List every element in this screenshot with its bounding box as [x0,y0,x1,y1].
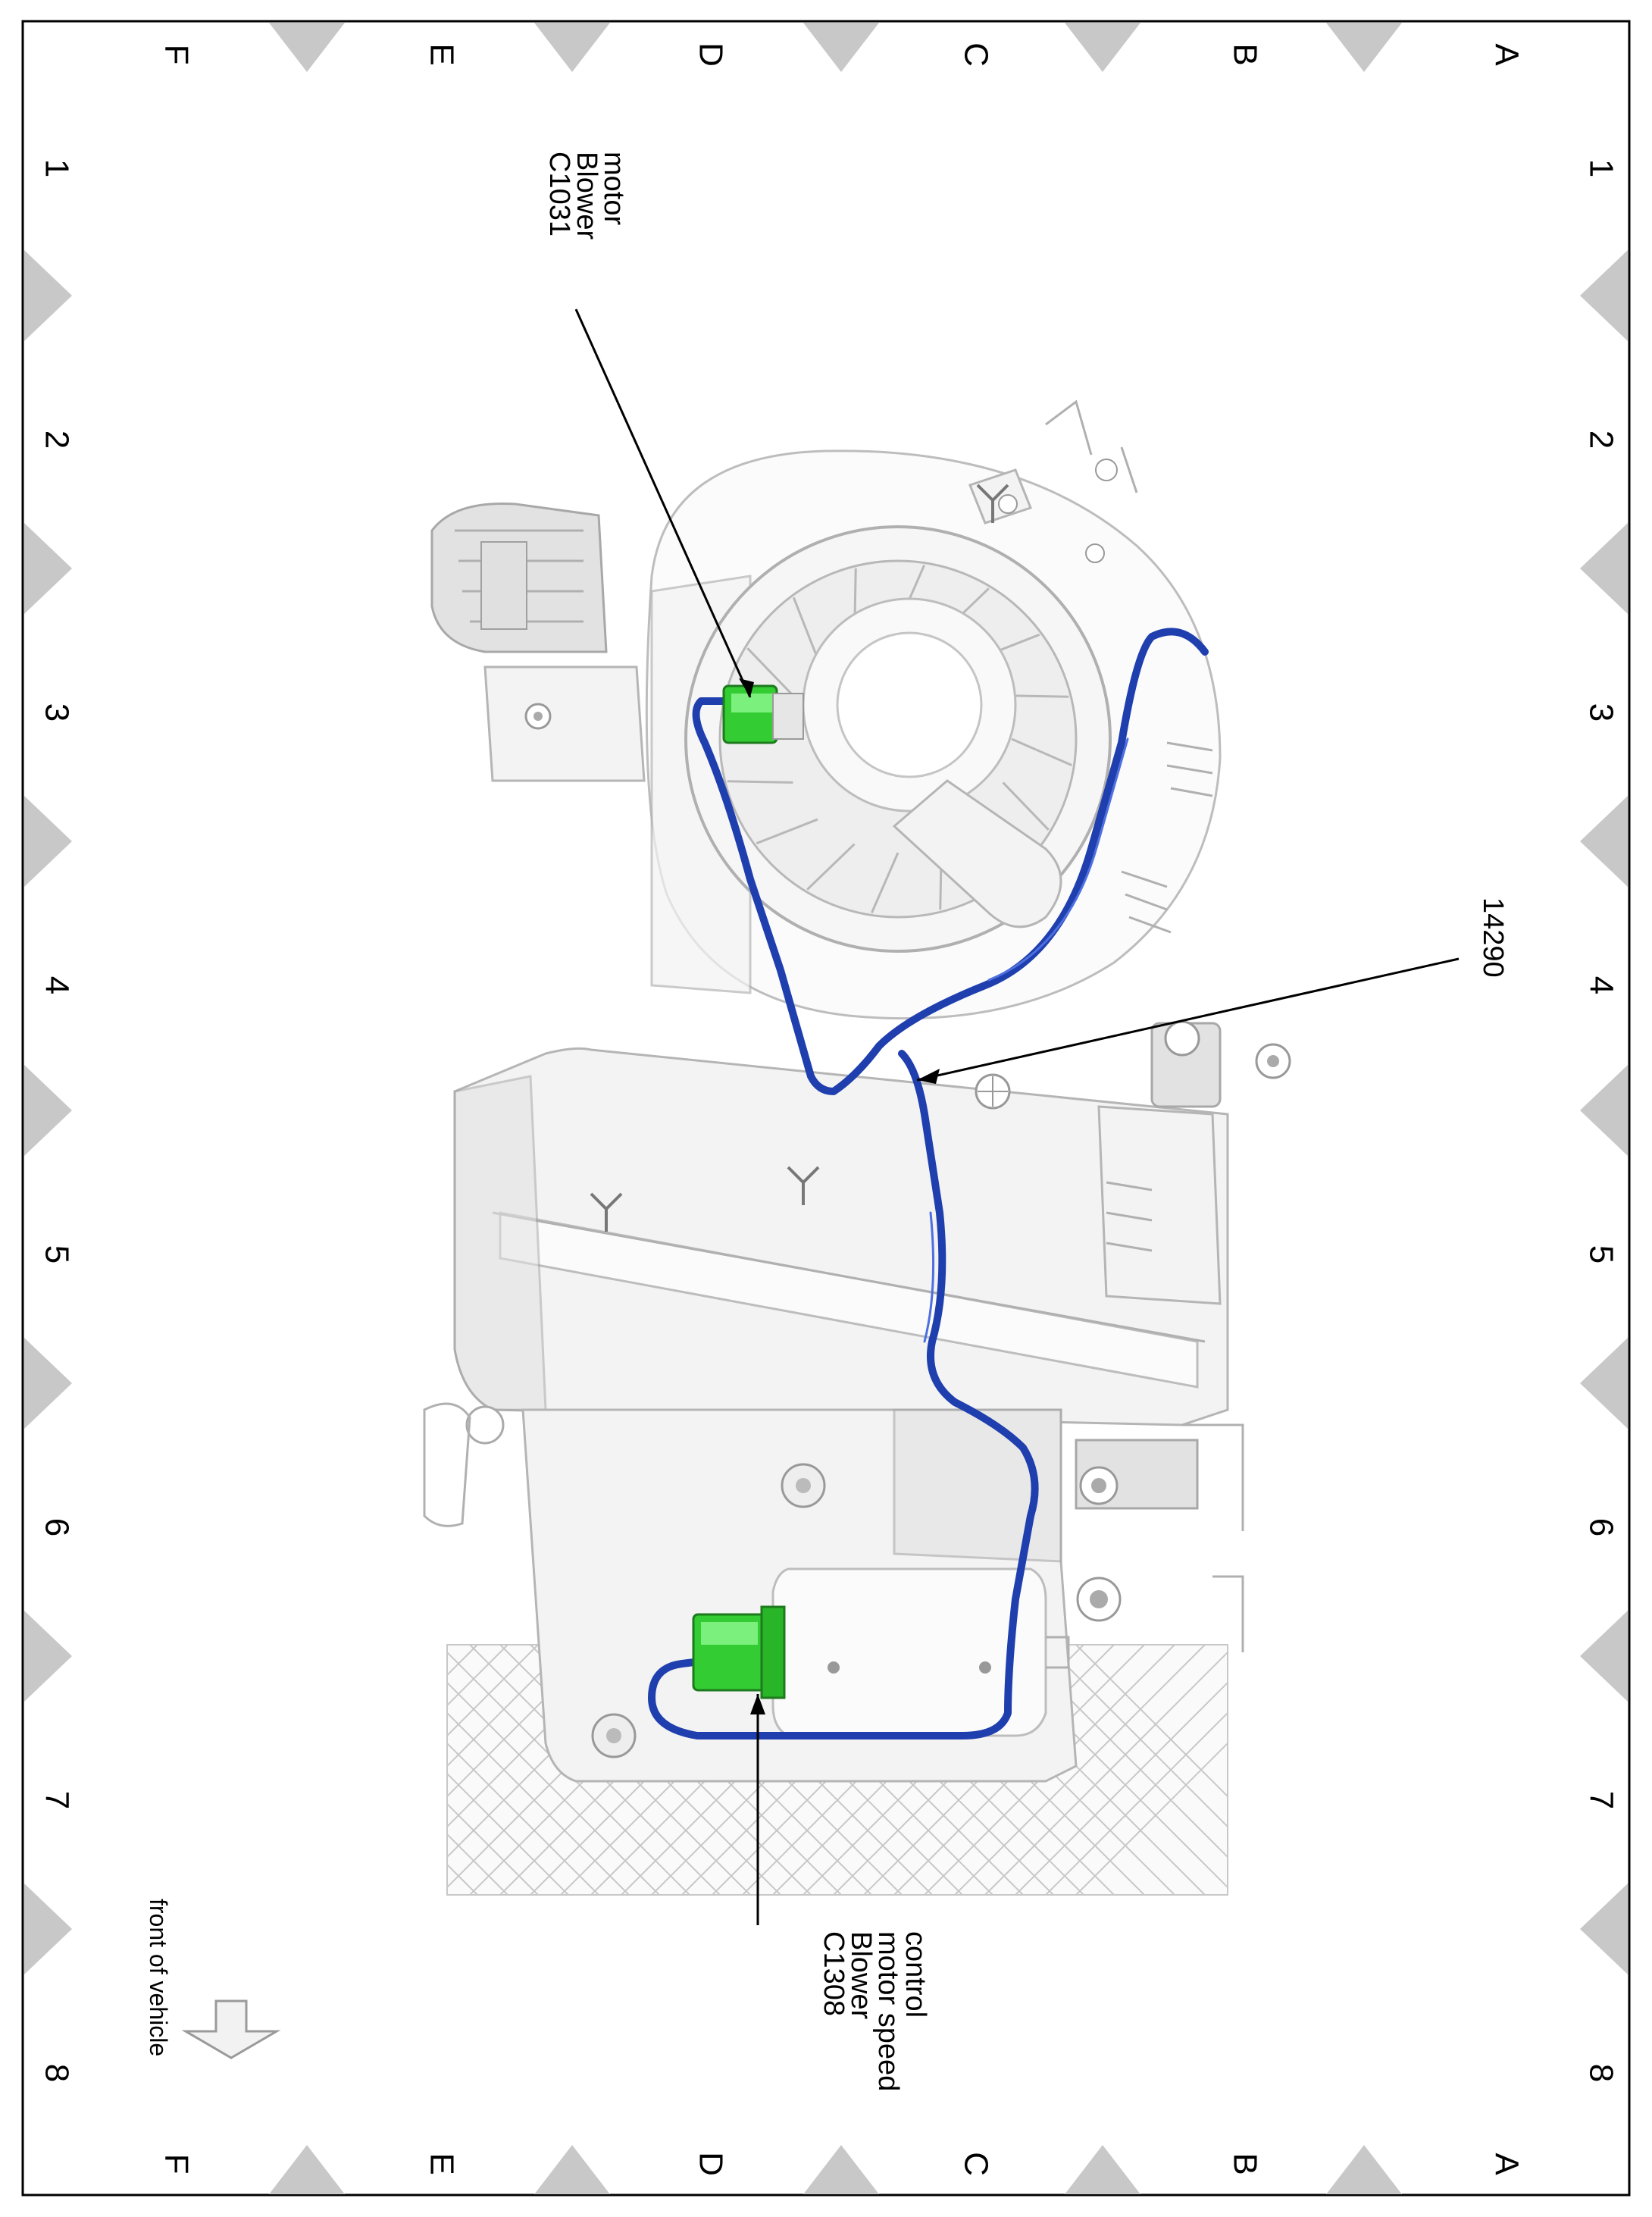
column-labels-left: 1 2 3 4 5 6 7 8 [38,159,75,2082]
column-label-right-1: 1 [1582,159,1619,177]
clip-symbols [590,484,1011,1232]
callout-c1308-line3: motor speed [872,1931,904,2091]
column-label-left-8: 8 [38,2064,75,2082]
callout-harness-number: 14290 [1477,897,1509,978]
front-of-vehicle-label: front of vehicle [145,1899,172,2056]
column-label-left-2: 2 [38,431,75,449]
row-label-top-a: A [1488,43,1525,66]
leader-14290 [916,957,1460,1082]
column-label-right-2: 2 [1582,431,1619,449]
column-label-left-1: 1 [38,159,75,177]
callout-c1308: C1308 Blower motor speed control [818,1931,931,2091]
diagram-frame [21,20,1631,2197]
hvac-module-illustration [423,399,1291,1896]
zone-markers-left [24,250,72,1974]
column-label-left-4: 4 [38,976,75,994]
column-label-left-5: 5 [38,1245,75,1264]
row-labels-top: A B C D E F [158,42,1525,67]
blower-wheel-vanes [724,565,1072,913]
callout-c1031-line3: motor [598,152,630,225]
row-label-bottom-d: D [692,2152,729,2176]
front-of-vehicle-indicator: front of vehicle [145,1899,281,2059]
connector-c1031 [722,684,804,744]
row-label-top-c: C [957,42,994,67]
column-label-right-5: 5 [1582,1245,1619,1264]
callout-c1031: C1031 Blower motor [543,152,630,240]
callout-c1308-line4: control [900,1931,931,2018]
row-label-bottom-b: B [1226,2153,1263,2175]
column-label-right-8: 8 [1582,2064,1619,2082]
callout-c1308-line2: Blower [845,1931,877,2019]
row-label-top-f: F [158,45,195,65]
wiring-harness-14290 [648,628,1209,1739]
callout-harness: 14290 [1477,897,1509,978]
callout-c1031-line2: Blower [571,152,602,240]
row-label-top-e: E [423,43,460,65]
leader-c1031 [574,308,752,698]
zone-markers-right [1580,250,1628,1974]
column-label-left-7: 7 [38,1791,75,1809]
row-label-top-d: D [692,42,729,67]
callout-c1031-line1: C1031 [543,152,575,236]
column-label-left-6: 6 [38,1518,75,1536]
column-labels-right: 1 2 3 4 5 6 7 8 [1582,159,1619,2082]
column-label-left-3: 3 [38,703,75,722]
column-label-right-6: 6 [1582,1518,1619,1536]
row-labels-bottom: A B C D E F [158,2152,1525,2176]
callout-c1308-line1: C1308 [818,1931,849,2016]
row-label-bottom-e: E [423,2153,460,2175]
row-label-bottom-a: A [1488,2153,1525,2175]
zone-markers-bottom [269,2145,1402,2194]
zone-markers-top [269,23,1402,72]
column-label-right-3: 3 [1582,703,1619,722]
column-label-right-7: 7 [1582,1791,1619,1809]
arrow-left-icon [181,1999,281,2059]
row-label-bottom-c: C [957,2152,994,2176]
column-label-right-4: 4 [1582,976,1619,994]
row-label-top-b: B [1226,43,1263,65]
row-label-bottom-f: F [158,2154,195,2175]
connector-c1308 [692,1605,786,1699]
